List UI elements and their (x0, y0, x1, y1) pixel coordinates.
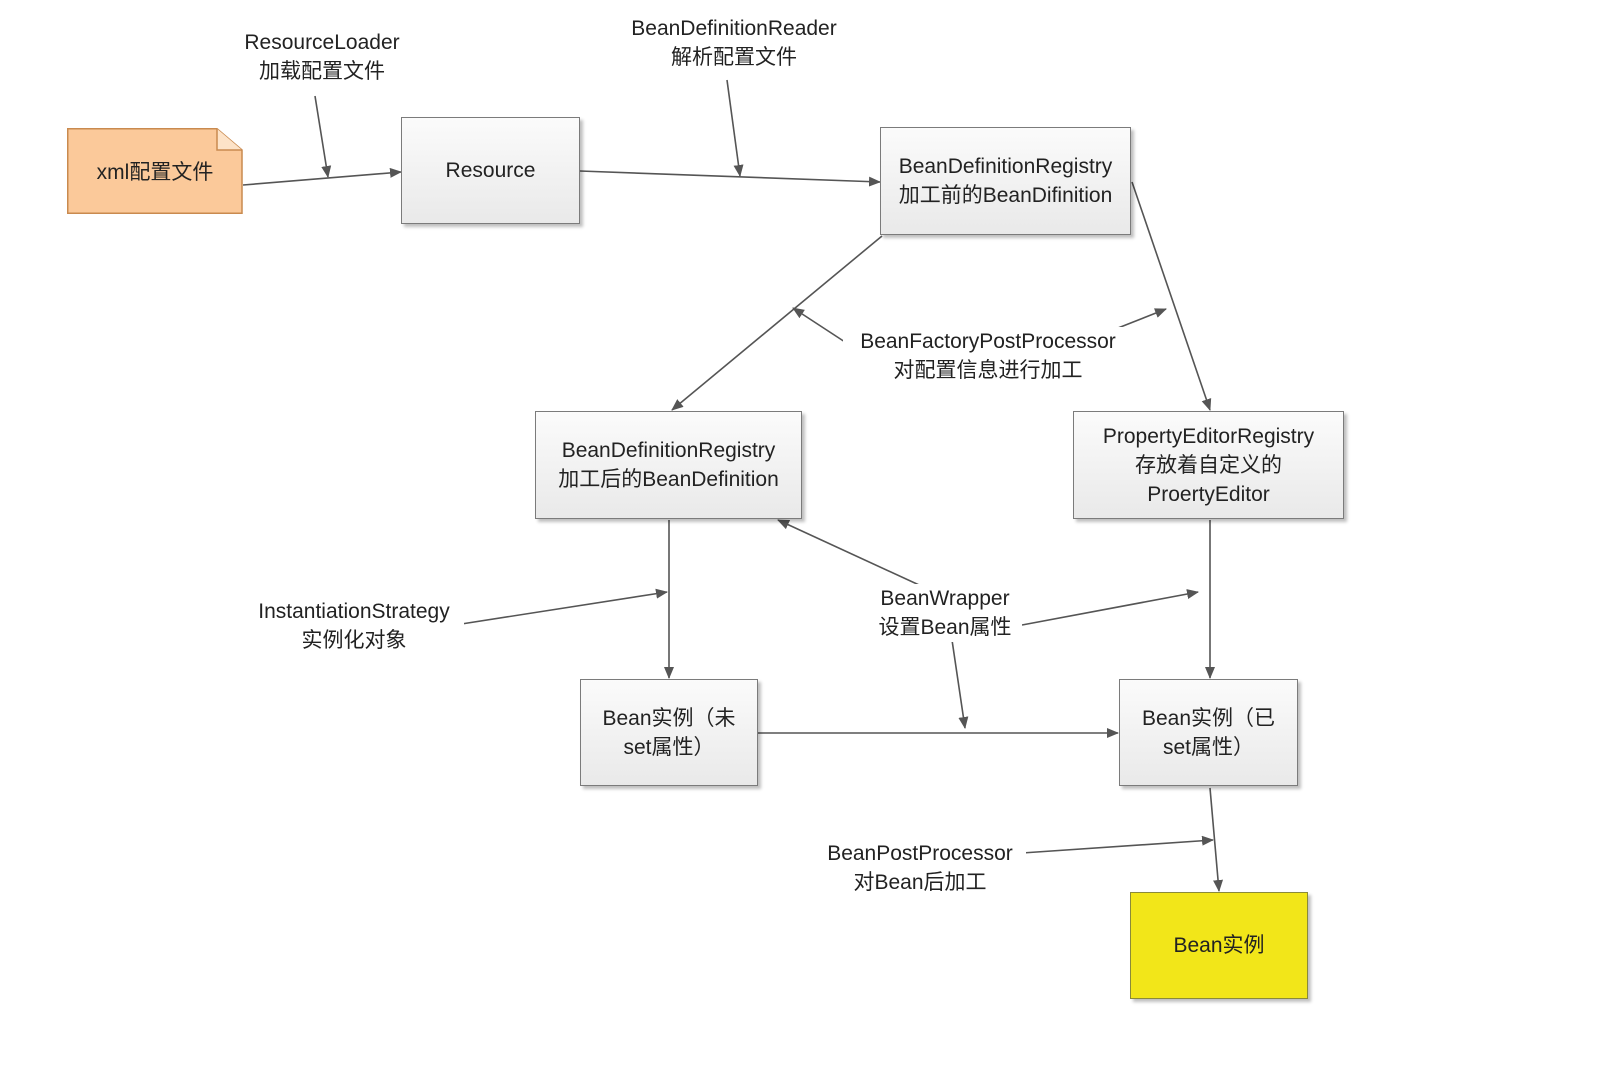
edge-xml-to-resource (242, 167, 402, 186)
pointer-definition-reader (726, 79, 744, 177)
registry-after-line-1: BeanDefinitionRegistry (561, 439, 776, 462)
property-editor-line-2: 存放着自定义的 (1135, 453, 1282, 477)
pointer-factory-post-left (792, 307, 846, 343)
bean-post-processor-title: BeanPostProcessor (827, 842, 1013, 865)
bean-unset-node[interactable]: Bean实例（未 set属性） (580, 679, 758, 786)
bean-post-processor-desc: 对Bean后加工 (853, 871, 987, 894)
registry-before-line-1: BeanDefinitionRegistry (898, 155, 1113, 178)
registry-after-line-2: 加工后的BeanDefinition (558, 468, 779, 491)
definition-reader-title: BeanDefinitionReader (631, 17, 837, 40)
edge-registry-to-property (1131, 181, 1212, 411)
edge-set-to-final (1209, 787, 1224, 892)
instantiation-strategy-desc: 实例化对象 (301, 629, 407, 652)
property-editor-line-1: PropertyEditorRegistry (1102, 424, 1315, 448)
pointer-factory-post-right (1117, 308, 1167, 329)
factory-post-processor-desc: 对配置信息进行加工 (893, 359, 1083, 382)
xml-config-file-node[interactable]: xml配置文件 (67, 128, 243, 214)
pointer-wrapper-up (777, 519, 931, 591)
resource-loader-label: ResourceLoader 加载配置文件 (232, 28, 412, 86)
bean-set-line-2: set属性） (1162, 735, 1254, 759)
property-editor-registry-node[interactable]: PropertyEditorRegistry 存放着自定义的 ProertyEd… (1073, 411, 1344, 519)
instantiation-strategy-title: InstantiationStrategy (258, 600, 450, 623)
bean-wrapper-title: BeanWrapper (880, 587, 1010, 610)
registry-after-node[interactable]: BeanDefinitionRegistry 加工后的BeanDefinitio… (535, 411, 802, 519)
resource-node[interactable]: Resource (401, 117, 580, 224)
resource-loader-desc: 加载配置文件 (259, 60, 385, 83)
registry-before-node[interactable]: BeanDefinitionRegistry 加工前的BeanDifinitio… (880, 127, 1131, 235)
bean-final-label: Bean实例 (1173, 934, 1265, 957)
pointer-bean-post-processor (1021, 835, 1214, 854)
pointer-instantiation (454, 588, 668, 626)
bean-unset-line-1: Bean实例（未 (602, 706, 736, 730)
bean-set-line-1: Bean实例（已 (1141, 706, 1276, 730)
property-editor-line-3: ProertyEditor (1147, 482, 1270, 506)
edge-resource-to-registry (579, 170, 881, 187)
definition-reader-desc: 解析配置文件 (671, 46, 797, 69)
resource-loader-title: ResourceLoader (244, 31, 400, 54)
xml-config-file-label: xml配置文件 (96, 161, 214, 184)
bean-final-node[interactable]: Bean实例 (1130, 892, 1308, 999)
bean-post-processor-label: BeanPostProcessor 对Bean后加工 (814, 839, 1026, 897)
registry-before-line-2: 加工前的BeanDifinition (898, 184, 1113, 207)
factory-post-processor-label: BeanFactoryPostProcessor 对配置信息进行加工 (843, 327, 1133, 385)
resource-label: Resource (445, 159, 536, 182)
pointer-wrapper-down (951, 639, 969, 729)
definition-reader-label: BeanDefinitionReader 解析配置文件 (618, 14, 850, 72)
bean-unset-line-2: set属性） (623, 735, 715, 759)
pointer-resource-loader (314, 95, 332, 178)
bean-set-node[interactable]: Bean实例（已 set属性） (1119, 679, 1298, 786)
factory-post-processor-title: BeanFactoryPostProcessor (860, 330, 1116, 353)
instantiation-strategy-label: InstantiationStrategy 实例化对象 (244, 597, 464, 655)
edge-registry-to-after (671, 235, 883, 411)
document-shape-icon (67, 128, 243, 214)
bean-wrapper-label: BeanWrapper 设置Bean属性 (868, 584, 1022, 642)
pointer-wrapper-right (1021, 589, 1199, 626)
bean-wrapper-desc: 设置Bean属性 (878, 616, 1012, 639)
